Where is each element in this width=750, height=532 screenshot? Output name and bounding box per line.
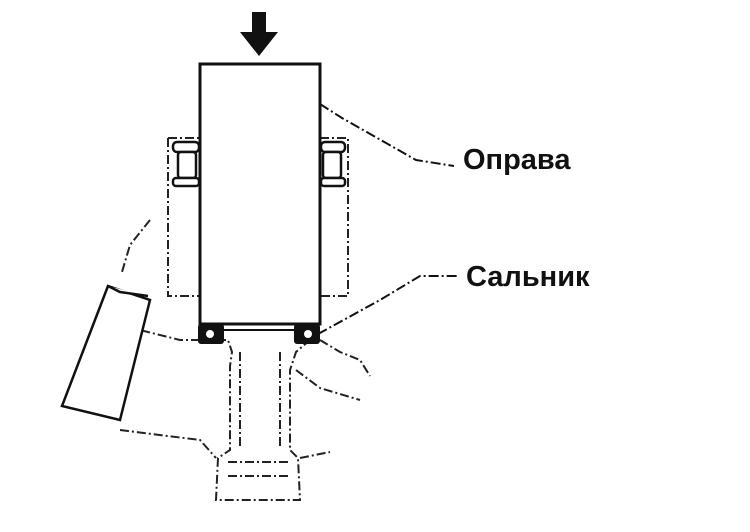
mandrel-leader-line [319, 103, 455, 167]
oil-seal-label: Сальник [466, 261, 590, 293]
housing-outline [119, 137, 371, 501]
arrow-down-icon [240, 12, 278, 56]
mandrel-tool [198, 62, 322, 326]
side-tube [60, 284, 152, 422]
mandrel-label: Оправа [463, 144, 571, 176]
oil-seal [198, 324, 320, 344]
seal-leader-line [317, 275, 458, 335]
